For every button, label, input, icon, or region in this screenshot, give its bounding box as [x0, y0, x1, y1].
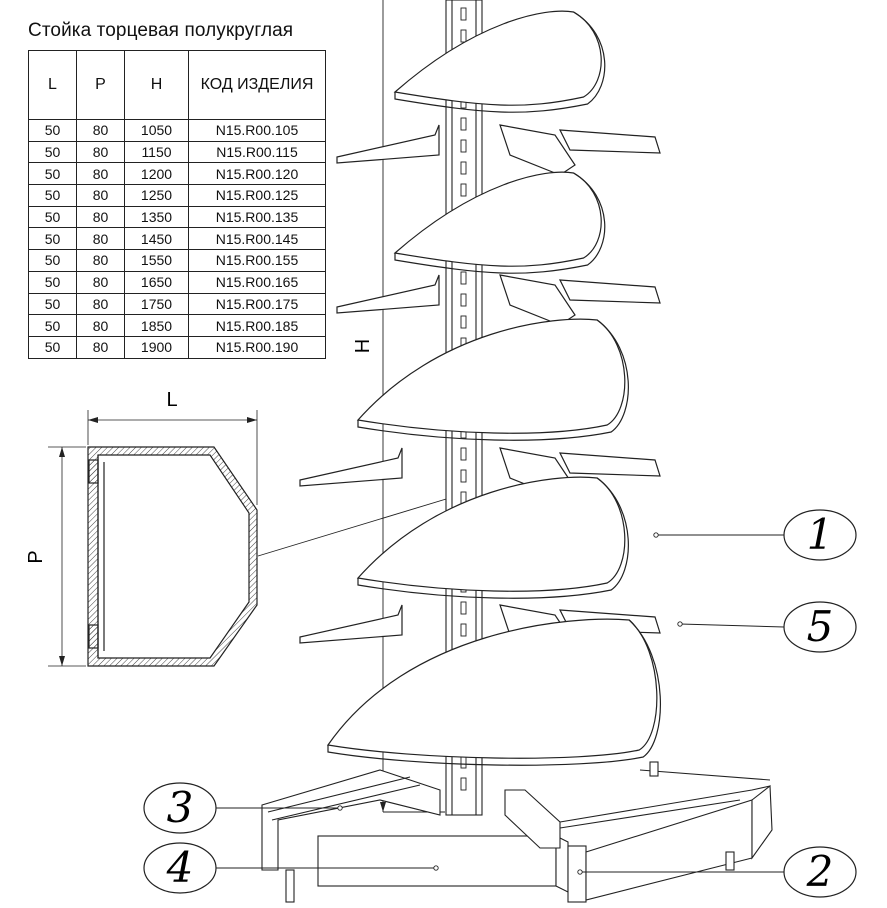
callout-4: 4 — [143, 842, 439, 894]
column-header-l: L — [28, 50, 77, 120]
callout-label: 3 — [167, 783, 194, 832]
dimension-label-l: L — [166, 389, 177, 411]
table-cell: 50 — [28, 119, 77, 142]
shelf — [336, 171, 661, 326]
table-cell: 50 — [28, 227, 77, 251]
table-cell: 1150 — [124, 140, 189, 164]
table-cell: 50 — [28, 292, 77, 316]
table-cell: N15.R00.165 — [188, 270, 326, 294]
callout-label: 4 — [166, 843, 194, 892]
column-header-h: H — [124, 50, 189, 120]
callout-label: 1 — [807, 510, 834, 559]
shelves-group — [299, 10, 662, 766]
table-cell: 1050 — [124, 119, 189, 142]
column-header-code: КОД ИЗДЕЛИЯ — [188, 50, 326, 120]
page-title: Стойка торцевая полукруглая — [28, 20, 294, 41]
table-cell: N15.R00.145 — [188, 227, 326, 251]
table-cell: N15.R00.135 — [188, 205, 326, 229]
table-cell: 80 — [76, 184, 125, 207]
callout-label: 5 — [807, 602, 834, 651]
table-cell: 1750 — [124, 292, 189, 316]
table-cell: 50 — [28, 205, 77, 229]
table-cell: 80 — [76, 270, 125, 294]
table-cell: 1450 — [124, 227, 189, 251]
base-frame — [261, 761, 773, 903]
table-cell: N15.R00.105 — [188, 119, 326, 142]
table-header-row: L P H КОД ИЗДЕЛИЯ — [28, 50, 326, 120]
table-cell: 80 — [76, 249, 125, 272]
shelf — [336, 10, 661, 176]
dimension-label-h: H — [352, 339, 374, 353]
table-cell: N15.R00.120 — [188, 162, 326, 186]
dimension-label-p: P — [25, 550, 47, 563]
callout-3: 3 — [143, 782, 343, 834]
shelf — [326, 618, 662, 766]
table-cell: 80 — [76, 227, 125, 251]
table-cell: 1200 — [124, 162, 189, 186]
table-cell: 50 — [28, 184, 77, 207]
shelf — [299, 318, 661, 499]
table-cell: 50 — [28, 162, 77, 186]
table-cell: 80 — [76, 119, 125, 142]
callout-1: 1 — [653, 509, 857, 561]
column-header-p: P — [76, 50, 125, 120]
table-cell: N15.R00.115 — [188, 140, 326, 164]
profile-cross-section — [48, 410, 467, 667]
callout-5: 5 — [677, 601, 857, 653]
callout-label: 2 — [806, 847, 834, 896]
callout-2: 2 — [577, 846, 857, 898]
table-cell: 80 — [76, 205, 125, 229]
table-cell: 80 — [76, 140, 125, 164]
table-cell: 1900 — [124, 335, 189, 359]
table-cell: N15.R00.125 — [188, 184, 326, 207]
callouts-group: 1 5 3 4 2 — [143, 509, 857, 898]
table-cell: 50 — [28, 335, 77, 359]
table-cell: 1350 — [124, 205, 189, 229]
table-cell: N15.R00.190 — [188, 335, 326, 359]
